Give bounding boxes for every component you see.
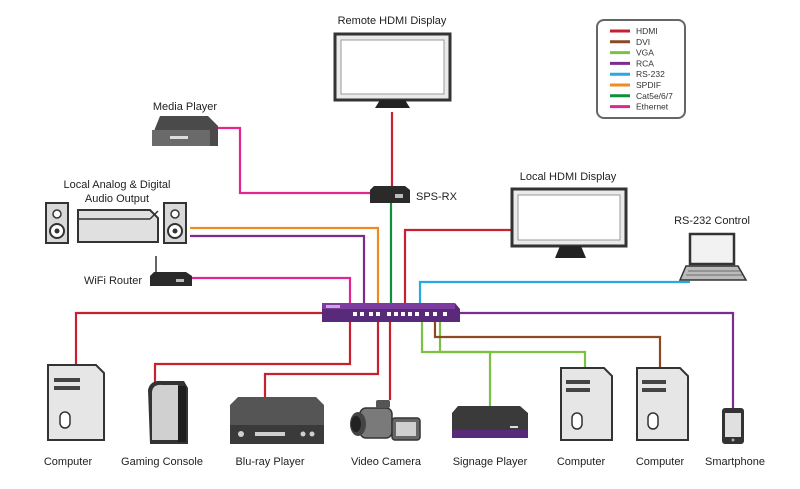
- legend-label-6: Cat5e/6/7: [636, 91, 673, 101]
- cable-spdif-audio: [190, 226, 380, 303]
- cable-rca-smartphone: [460, 311, 735, 408]
- amplifier-icon: [77, 209, 159, 243]
- cable-rs232: [418, 280, 690, 303]
- legend-label-4: RS-232: [636, 69, 665, 79]
- receiver-icon: [370, 186, 410, 203]
- label-remote-display: Remote HDMI Display: [338, 15, 447, 27]
- computer-tower-icon: [560, 367, 613, 441]
- speaker-icon: [163, 202, 187, 244]
- smartphone: Smartphone: [705, 408, 765, 468]
- legend-box: [596, 19, 686, 119]
- local-display: Local HDMI Display: [510, 171, 628, 258]
- legend: HDMIDVIVGARCARS-232SPDIFCat5e/6/7Etherne…: [596, 19, 686, 119]
- computer-tower-icon: [47, 364, 105, 441]
- display-screen: [517, 194, 621, 241]
- router-icon: [150, 272, 192, 286]
- label-sps-rx: SPS-RX: [416, 191, 458, 203]
- cable-dvi-computer3: [433, 322, 662, 368]
- label-computer-2: Computer: [557, 456, 606, 468]
- label-video-camera: Video Camera: [351, 456, 422, 468]
- label-wifi-router: WiFi Router: [84, 275, 142, 287]
- label-gaming-console: Gaming Console: [121, 456, 203, 468]
- legend-label-5: SPDIF: [636, 80, 661, 90]
- cable-hdmi-bluray: [263, 322, 380, 397]
- legend-label-2: VGA: [636, 48, 654, 58]
- label-audio-line1: Local Analog & Digital: [63, 179, 170, 191]
- bluray-player: Blu-ray Player: [230, 397, 324, 468]
- cable-vga-computer2: [438, 322, 587, 368]
- remote-display: Remote HDMI Display: [333, 15, 452, 108]
- wifi-router: WiFi Router: [84, 256, 192, 287]
- cable-hdmi-computer1: [74, 311, 322, 365]
- cable-ethernet-media: [218, 126, 372, 195]
- label-rs232: RS-232 Control: [674, 215, 750, 227]
- game-console-icon: [148, 380, 188, 444]
- signage-player: Signage Player: [452, 406, 528, 468]
- cable-ethernet-wifi: [192, 276, 352, 303]
- video-camera-icon: [350, 400, 421, 441]
- matrix-switch: [322, 303, 460, 322]
- media-player: Media Player: [152, 101, 218, 146]
- cables: [74, 112, 735, 408]
- label-computer-3: Computer: [636, 456, 685, 468]
- legend-label-1: DVI: [636, 37, 650, 47]
- video-camera: Video Camera: [350, 400, 422, 468]
- legend-label-3: RCA: [636, 58, 654, 68]
- computer-3: Computer: [636, 367, 689, 468]
- cable-vga-signage: [420, 322, 492, 406]
- legend-label-0: HDMI: [636, 26, 658, 36]
- cable-hdmi-local: [403, 228, 512, 303]
- laptop-icon: [678, 232, 748, 281]
- bluray-player-icon: [230, 397, 324, 444]
- cable-hdmi-gaming: [153, 322, 352, 382]
- smartphone-icon: [722, 408, 744, 444]
- legend-items: HDMIDVIVGARCARS-232SPDIFCat5e/6/7Etherne…: [610, 26, 673, 112]
- switch-logo: [326, 305, 340, 308]
- label-computer-1: Computer: [44, 456, 93, 468]
- sps-rx: SPS-RX: [370, 186, 458, 203]
- rs232-control: RS-232 Control: [674, 215, 750, 281]
- label-local-display: Local HDMI Display: [520, 171, 617, 183]
- router-port: [176, 279, 184, 282]
- cable-rca-audio: [190, 234, 366, 303]
- switch-top: [322, 303, 455, 309]
- label-audio-line2: Audio Output: [85, 193, 149, 205]
- display-stand: [555, 246, 586, 258]
- computer-tower-icon: [636, 367, 689, 441]
- label-bluray: Blu-ray Player: [235, 456, 304, 468]
- signage-player-icon: [452, 406, 528, 438]
- gaming-console: Gaming Console: [121, 380, 203, 468]
- label-media-player: Media Player: [153, 101, 218, 113]
- legend-label-7: Ethernet: [636, 102, 669, 112]
- label-signage-player: Signage Player: [453, 456, 528, 468]
- audio-output: Local Analog & Digital Audio Output: [45, 179, 187, 244]
- display-stand: [375, 100, 410, 108]
- computer-1: Computer: [44, 364, 105, 468]
- label-smartphone: Smartphone: [705, 456, 765, 468]
- media-player-slot: [170, 136, 188, 139]
- speaker-icon: [45, 202, 69, 244]
- switch-ports: [353, 312, 447, 316]
- display-screen: [340, 39, 445, 95]
- computer-2: Computer: [557, 367, 613, 468]
- receiver-port: [395, 194, 403, 198]
